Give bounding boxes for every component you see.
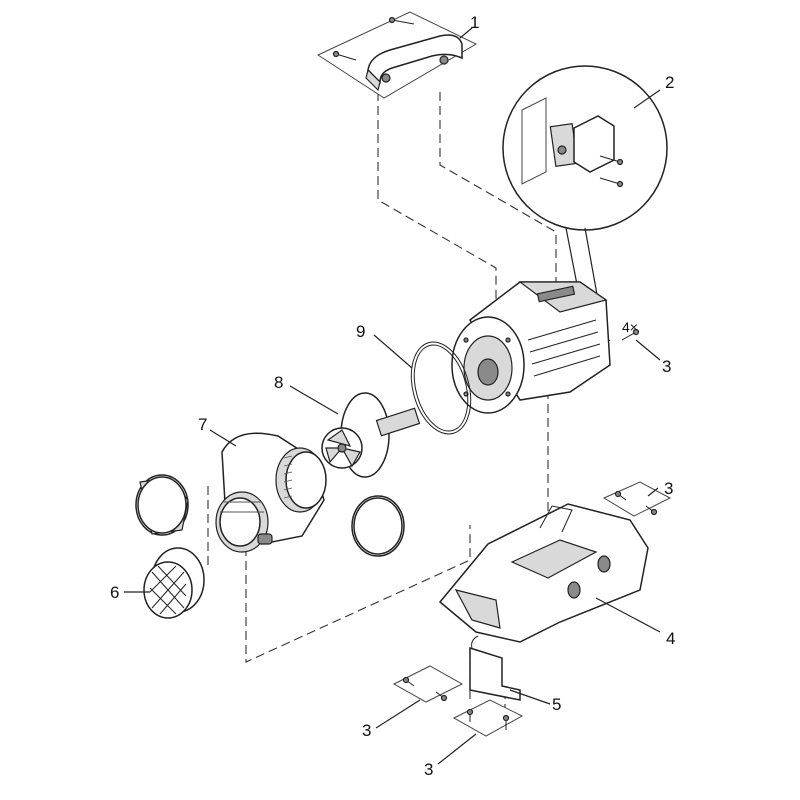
screw-plate-bottom [452,699,524,737]
screw-plate-right [602,481,672,517]
pump-casing-part [215,432,327,553]
base-cover-part [438,503,649,643]
callout-1: 1 [470,13,479,32]
o-ring-part [410,341,472,435]
end-caps [135,474,405,557]
callout-7: 7 [198,415,207,434]
callout-3-bottom: 3 [424,760,433,779]
callout-3-quantity: 4× [622,319,638,335]
callout-9: 9 [356,322,365,341]
callout-2: 2 [665,73,674,92]
detail-magnifier [502,65,668,301]
callout-3-lower-left: 3 [362,721,371,740]
motor-screws [621,328,640,341]
leader-lines [124,27,661,765]
impeller-part [321,392,421,478]
strainer-part [143,547,205,619]
callout-labels: 1 2 4× 3 3 4 5 3 3 6 7 8 9 [110,13,675,779]
callout-4: 4 [666,629,675,648]
handle-part [316,11,478,99]
callout-3-plate: 3 [664,479,673,498]
motor-housing [451,281,611,414]
screw-plate-lower-left [392,665,464,703]
bracket-part [469,635,521,701]
callout-3-motor: 3 [662,357,671,376]
callout-6: 6 [110,583,119,602]
callout-5: 5 [552,695,561,714]
callout-8: 8 [274,373,283,392]
